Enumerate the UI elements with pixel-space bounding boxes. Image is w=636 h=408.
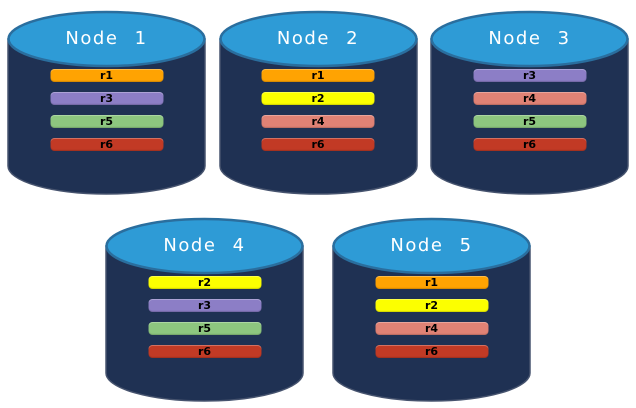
database-node: Node 4 r2 r3 r5 r6 — [105, 216, 304, 404]
replica-bar-r6: r6 — [148, 345, 261, 358]
node-title: Node 2 — [276, 28, 360, 49]
replica-list: r2 r3 r5 r6 — [148, 276, 261, 358]
replica-bar-r2: r2 — [148, 276, 261, 289]
cylinder-top — [218, 10, 418, 68]
node-title: Node 4 — [163, 235, 246, 256]
replica-bar-r6: r6 — [473, 138, 586, 151]
bottom-row: Node 4 r2 r3 r5 r6 Node 5 r1 r2 r4 r6 — [0, 216, 636, 404]
cylinder-top — [105, 217, 304, 275]
replica-bar-r6: r6 — [261, 138, 375, 151]
replica-bar-r2: r2 — [375, 299, 488, 312]
replica-bar-r1: r1 — [261, 69, 375, 82]
replica-bar-r2: r2 — [261, 92, 375, 105]
replica-bar-r1: r1 — [50, 69, 163, 82]
replica-bar-r5: r5 — [50, 115, 163, 128]
replica-list: r3 r4 r5 r6 — [473, 69, 586, 151]
replica-bar-r3: r3 — [473, 69, 586, 82]
replica-bar-r4: r4 — [473, 92, 586, 105]
top-row: Node 1 r1 r3 r5 r6 Node 2 r1 r2 r4 r6 Node 3 r… — [0, 9, 636, 197]
cylinder-top — [332, 217, 531, 275]
replica-bar-r5: r5 — [473, 115, 586, 128]
replica-bar-r1: r1 — [375, 276, 488, 289]
node-title: Node 1 — [65, 28, 148, 49]
replica-bar-r6: r6 — [50, 138, 163, 151]
replica-bar-r6: r6 — [375, 345, 488, 358]
database-node: Node 3 r3 r4 r5 r6 — [430, 9, 629, 197]
database-node: Node 2 r1 r2 r4 r6 — [218, 9, 418, 197]
database-node: Node 1 r1 r3 r5 r6 — [7, 9, 206, 197]
replica-list: r1 r2 r4 r6 — [261, 69, 375, 151]
replica-bar-r4: r4 — [261, 115, 375, 128]
database-node: Node 5 r1 r2 r4 r6 — [332, 216, 531, 404]
replica-bar-r5: r5 — [148, 322, 261, 335]
replica-bar-r3: r3 — [50, 92, 163, 105]
replica-list: r1 r2 r4 r6 — [375, 276, 488, 358]
replica-bar-r4: r4 — [375, 322, 488, 335]
node-title: Node 3 — [488, 28, 571, 49]
replica-bar-r3: r3 — [148, 299, 261, 312]
node-title: Node 5 — [390, 235, 473, 256]
cylinder-top — [430, 10, 629, 68]
replica-list: r1 r3 r5 r6 — [50, 69, 163, 151]
cylinder-top — [7, 10, 206, 68]
